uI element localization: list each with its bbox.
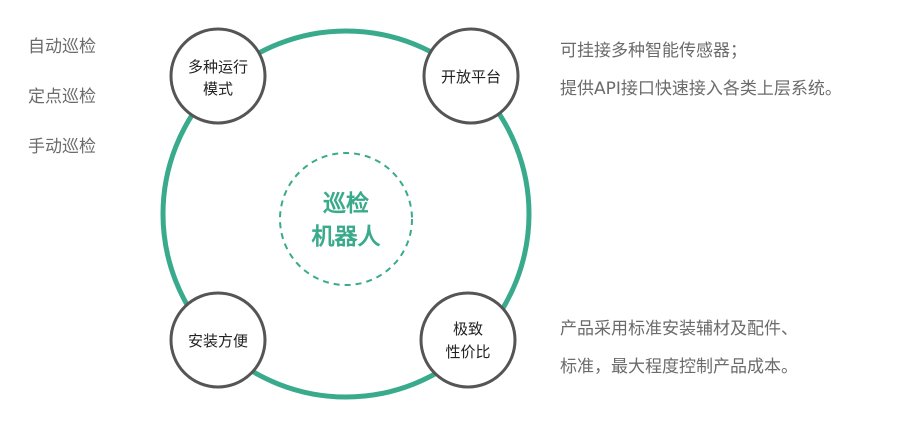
mode-auto-inspection: 自动巡检 (28, 37, 96, 57)
node-cost-effective-line2: 性价比 (445, 343, 490, 361)
open-platform-description-line2: 提供API接口快速接入各类上层系统。 (560, 79, 842, 99)
center-label-line1: 巡检 (323, 190, 369, 217)
open-platform-description: 可挂接多种智能传感器； 提供API接口快速接入各类上层系统。 (560, 32, 842, 108)
cost-effective-description-line1: 产品采用标准安装辅材及配件、 (560, 319, 798, 339)
cost-effective-description-line2: 标准，最大程度控制产品成本。 (560, 357, 798, 377)
node-open-platform-line1: 开放平台 (441, 68, 501, 86)
node-easy-install: 安装方便 (169, 291, 267, 389)
node-open-platform: 开放平台 (422, 27, 520, 125)
node-multi-mode-line2: 模式 (203, 80, 233, 98)
node-easy-install-line1: 安装方便 (188, 332, 248, 350)
outer-ring (160, 28, 532, 400)
node-cost-effective: 极致 性价比 (419, 291, 517, 389)
mode-fixed-point-inspection: 定点巡检 (28, 87, 96, 107)
node-multi-mode-line1: 多种运行 (188, 58, 248, 76)
center-dashed-circle (279, 152, 413, 286)
mode-manual-inspection: 手动巡检 (28, 137, 96, 157)
node-cost-effective-line1: 极致 (453, 320, 483, 338)
cost-effective-description: 产品采用标准安装辅材及配件、 标准，最大程度控制产品成本。 (560, 310, 798, 386)
center-label-line2: 机器人 (312, 224, 382, 250)
open-platform-description-line1: 可挂接多种智能传感器； (560, 41, 747, 61)
node-multi-mode: 多种运行 模式 (169, 27, 267, 125)
